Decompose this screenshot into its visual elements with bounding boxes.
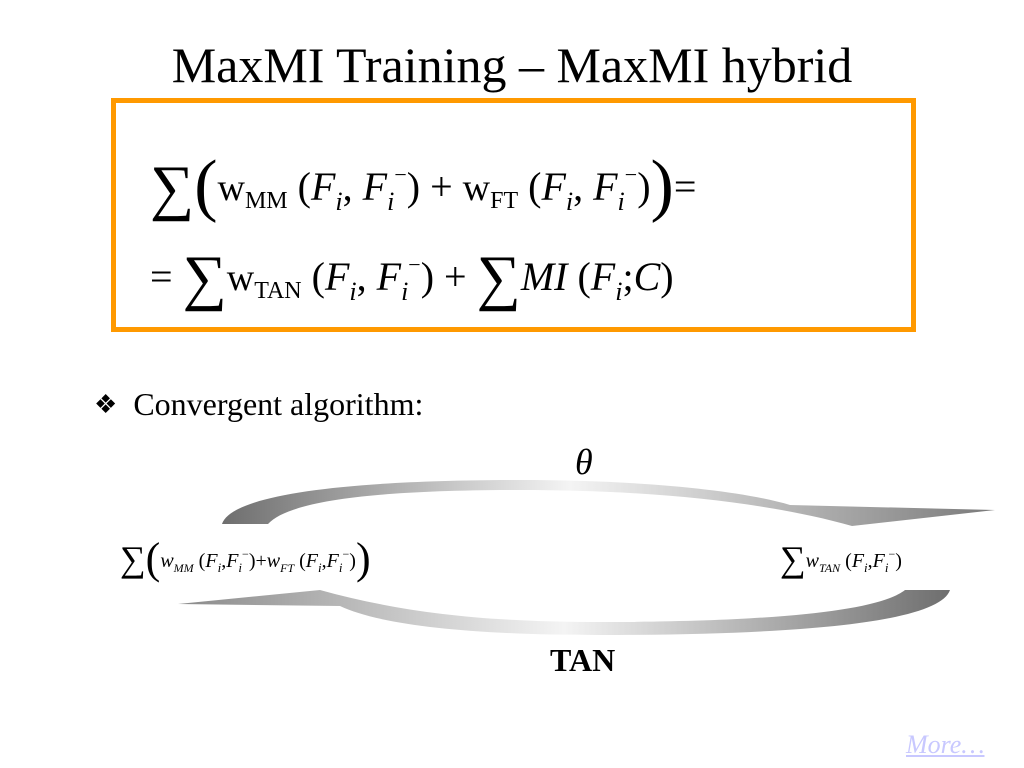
big-right-paren: ) <box>355 534 371 583</box>
weight-w: w <box>226 257 255 299</box>
open-paren: ( <box>198 550 206 572</box>
var-f: F <box>541 164 566 209</box>
tan-label: TAN <box>550 642 616 678</box>
sub-i: i <box>864 560 868 575</box>
bottom-arrow <box>178 590 950 635</box>
subscript-tan: TAN <box>254 278 302 304</box>
tan-weight-formula: ∑wTAN (Fi,Fi−) <box>780 534 902 588</box>
comma: , <box>321 550 327 572</box>
subscript-mm: MM <box>244 188 288 214</box>
weight-w: w <box>462 167 491 209</box>
weight-w: w <box>266 550 281 572</box>
bullet-convergent-algorithm: ❖ Convergent algorithm: <box>94 382 423 427</box>
sub-i: i <box>335 187 343 216</box>
close-paren: ) <box>660 254 674 299</box>
sup-minus: − <box>408 252 421 277</box>
var-f: F <box>324 254 350 299</box>
var-f: F <box>205 550 218 572</box>
top-arrow <box>222 480 995 526</box>
close-paren: ) <box>406 164 421 209</box>
var-f: F <box>226 550 239 572</box>
comma: , <box>356 254 367 299</box>
open-paren: ( <box>299 550 306 572</box>
diamond-bullet-icon: ❖ <box>94 390 118 419</box>
equals-sign: = <box>673 164 697 209</box>
sup-minus: − <box>888 547 896 561</box>
subscript-ft: FT <box>490 188 519 214</box>
sub-i: i <box>238 560 243 575</box>
plus-sign: + <box>444 254 467 299</box>
sub-i: i <box>338 560 343 575</box>
var-f: F <box>305 550 319 572</box>
var-c: C <box>633 254 661 299</box>
close-paren: ) <box>248 550 256 572</box>
sum-symbol: ∑ <box>182 244 227 312</box>
var-f: F <box>326 550 339 572</box>
comma: , <box>573 164 584 209</box>
open-paren: ( <box>577 254 591 299</box>
formula-row-1: ∑(wMM (Fi, Fi−) + wFT (Fi, Fi−))= <box>150 145 696 232</box>
formula-box: ∑(wMM (Fi, Fi−) + wFT (Fi, Fi−))= = ∑wTA… <box>111 98 916 332</box>
more-link[interactable]: More… <box>906 730 985 759</box>
slide-title: MaxMI Training – MaxMI hybrid <box>171 37 853 93</box>
comma: , <box>342 164 353 209</box>
open-paren: ( <box>845 550 852 572</box>
formula-row-2: = ∑wTAN (Fi, Fi−) + ∑MI (Fi;C) <box>150 235 674 322</box>
equals-sign: = <box>150 254 173 299</box>
sub-i: i <box>615 277 623 306</box>
weight-w: w <box>805 550 820 572</box>
comma: , <box>867 550 873 572</box>
weight-w: w <box>217 167 245 209</box>
close-paren: ) <box>637 164 651 209</box>
sub-i: i <box>387 187 395 216</box>
open-paren: ( <box>297 164 311 209</box>
sub-i: i <box>401 277 409 306</box>
subscript-ft: FT <box>280 561 295 575</box>
var-f: F <box>851 550 865 572</box>
sub-i: i <box>565 187 574 216</box>
plus-sign: + <box>430 164 453 209</box>
close-paren: ) <box>349 550 356 572</box>
sub-i: i <box>884 560 889 575</box>
var-f: F <box>590 254 616 299</box>
sub-i: i <box>217 560 222 575</box>
sup-minus: − <box>624 162 638 187</box>
open-paren: ( <box>311 254 325 299</box>
big-left-paren: ( <box>145 534 161 583</box>
close-paren: ) <box>895 550 902 572</box>
hybrid-weight-formula: ∑(wMM (Fi,Fi−)+wFT (Fi,Fi−)) <box>120 534 371 588</box>
sub-i: i <box>349 277 357 306</box>
weight-w: w <box>160 550 174 572</box>
subscript-tan: TAN <box>819 561 841 575</box>
sub-i: i <box>617 187 625 216</box>
var-f: F <box>310 164 336 209</box>
var-f: F <box>376 254 402 299</box>
big-left-paren: ( <box>194 147 218 224</box>
close-paren: ) <box>420 254 435 299</box>
subscript-mm: MM <box>173 561 194 575</box>
sum-symbol: ∑ <box>780 539 806 579</box>
theta-label: θ <box>575 442 593 482</box>
sub-i: i <box>318 560 322 575</box>
mi-term: MI <box>520 254 568 299</box>
var-f: F <box>593 164 618 209</box>
var-f: F <box>872 550 885 572</box>
sum-symbol: ∑ <box>120 539 146 579</box>
sup-minus: − <box>342 547 350 561</box>
sum-symbol: ∑ <box>150 154 195 222</box>
bullet-text: Convergent algorithm: <box>133 386 424 422</box>
var-f: F <box>362 164 388 209</box>
sum-symbol: ∑ <box>476 244 521 312</box>
big-right-paren: ) <box>650 147 674 224</box>
sup-minus: − <box>394 162 407 187</box>
semicolon: ; <box>622 254 634 299</box>
open-paren: ( <box>528 164 542 209</box>
plus-sign: + <box>255 550 267 572</box>
comma: , <box>221 550 227 572</box>
sup-minus: − <box>242 547 249 561</box>
